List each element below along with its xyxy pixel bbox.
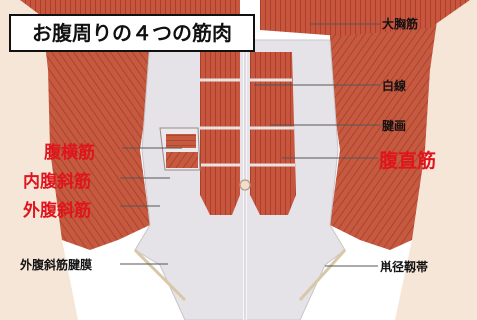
navel xyxy=(240,180,250,190)
label-linea-alba: 白線 xyxy=(382,77,406,94)
label-transversus-abdominis: 腹横筋 xyxy=(44,138,95,163)
label-external-oblique-aponeurosis: 外腹斜筋腱膜 xyxy=(20,256,92,273)
label-rectus-abdominis: 腹直筋 xyxy=(379,146,436,173)
label-internal-oblique: 内腹斜筋 xyxy=(23,167,91,192)
label-inguinal-ligament: 鼡径靱帯 xyxy=(380,258,428,275)
transversus-abdominis xyxy=(166,134,196,148)
label-pectoralis-major: 大胸筋 xyxy=(382,15,418,32)
rectus-abdominis-left xyxy=(200,52,240,215)
figure-title: お腹周りの４つの筋肉 xyxy=(9,14,255,52)
rectus-abdominis-right xyxy=(250,52,296,215)
label-external-oblique: 外腹斜筋 xyxy=(23,196,91,221)
internal-oblique xyxy=(166,152,198,168)
label-tendinous-intersection: 腱画 xyxy=(382,117,406,134)
